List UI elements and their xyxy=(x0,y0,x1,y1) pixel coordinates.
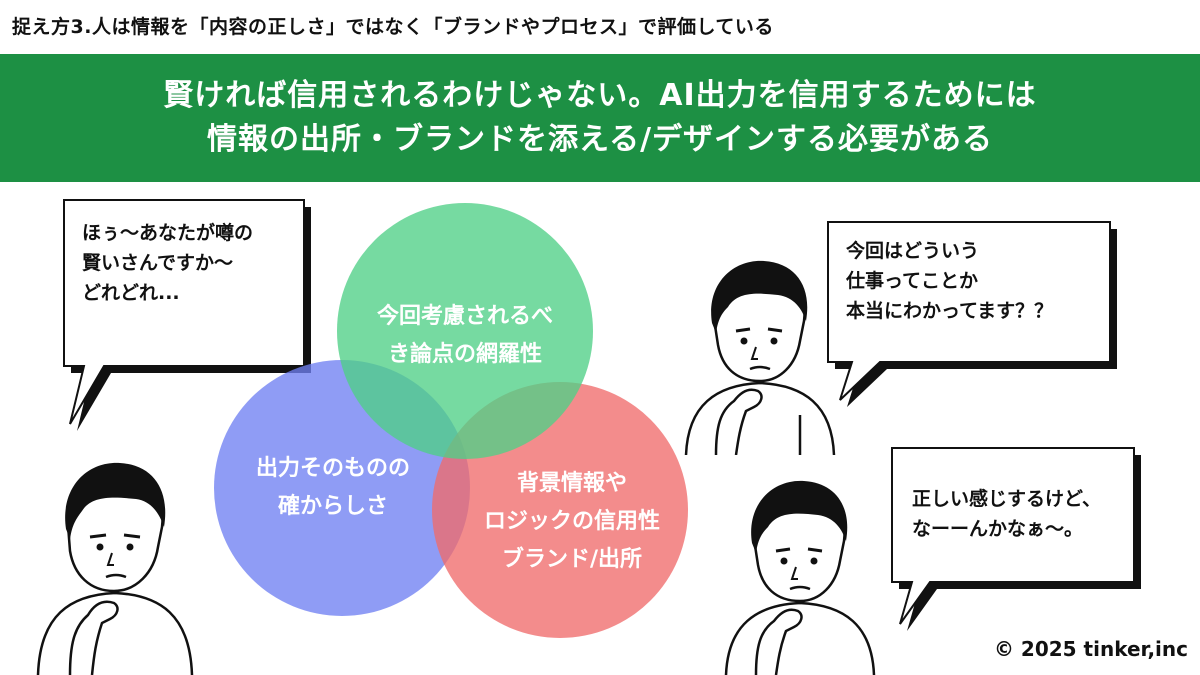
venn-label-left: 出力そのものの 確からしさ xyxy=(256,450,410,526)
venn-label-right: 背景情報や ロジックの信用性 ブランド/出所 xyxy=(484,465,660,579)
venn-right-line-3: ブランド/出所 xyxy=(501,547,643,572)
thinking-person-icon xyxy=(36,462,194,675)
bubble-top-right-line-2: 仕事ってことか xyxy=(846,270,979,292)
bubble-bottom-right-line-2: なーーんかなぁ〜。 xyxy=(912,518,1084,540)
speech-bubble-top-right xyxy=(827,221,1117,407)
speech-bubble-bottom-right xyxy=(891,447,1141,631)
bubble-bottom-right-line-1: 正しい感じするけど、 xyxy=(912,488,1102,510)
venn-left-line-2: 確からしさ xyxy=(277,494,389,519)
thinking-person-icon xyxy=(684,260,836,455)
thinking-person-icon xyxy=(724,480,876,675)
copyright-notice: © 2025 tinker,inc xyxy=(993,637,1188,661)
speech-bubble-left xyxy=(63,199,311,431)
venn-label-top: 今回考慮されるべ き論点の網羅性 xyxy=(377,298,553,374)
bubble-left-line-2: 賢いさんですか〜 xyxy=(82,252,234,274)
venn-top-line-1: 今回考慮されるべ xyxy=(376,304,554,329)
bubble-left-line-1: ほぅ〜あなたが噂の xyxy=(82,222,254,244)
venn-right-line-2: ロジックの信用性 xyxy=(483,509,661,534)
bubble-left-line-3: どれどれ... xyxy=(82,282,180,304)
venn-right-line-1: 背景情報や xyxy=(516,471,628,496)
bubble-top-right-line-3: 本当にわかってます？？ xyxy=(846,300,1054,322)
speech-bubble-top-right-text: 今回はどういう 仕事ってことか 本当にわかってます？？ xyxy=(846,236,1053,326)
bubble-top-right-line-1: 今回はどういう xyxy=(846,240,980,262)
headline-line-2: 情報の出所・ブランドを添える/デザインする必要がある xyxy=(206,122,994,157)
headline-banner: 賢ければ信用されるわけじゃない。AI出力を信用するためには 情報の出所・ブランド… xyxy=(0,54,1200,182)
venn-left-line-1: 出力そのものの xyxy=(255,456,411,481)
speech-bubble-left-text: ほぅ〜あなたが噂の 賢いさんですか〜 どれどれ... xyxy=(82,218,253,308)
slide-caption: 捉え方3.人は情報を「内容の正しさ」ではなく「ブランドやプロセス」で評価している xyxy=(12,16,774,38)
venn-top-line-2: き論点の網羅性 xyxy=(387,342,543,367)
speech-bubble-bottom-right-text: 正しい感じするけど、 なーーんかなぁ〜。 xyxy=(912,484,1101,544)
headline-line-1: 賢ければ信用されるわけじゃない。AI出力を信用するためには xyxy=(163,78,1037,113)
